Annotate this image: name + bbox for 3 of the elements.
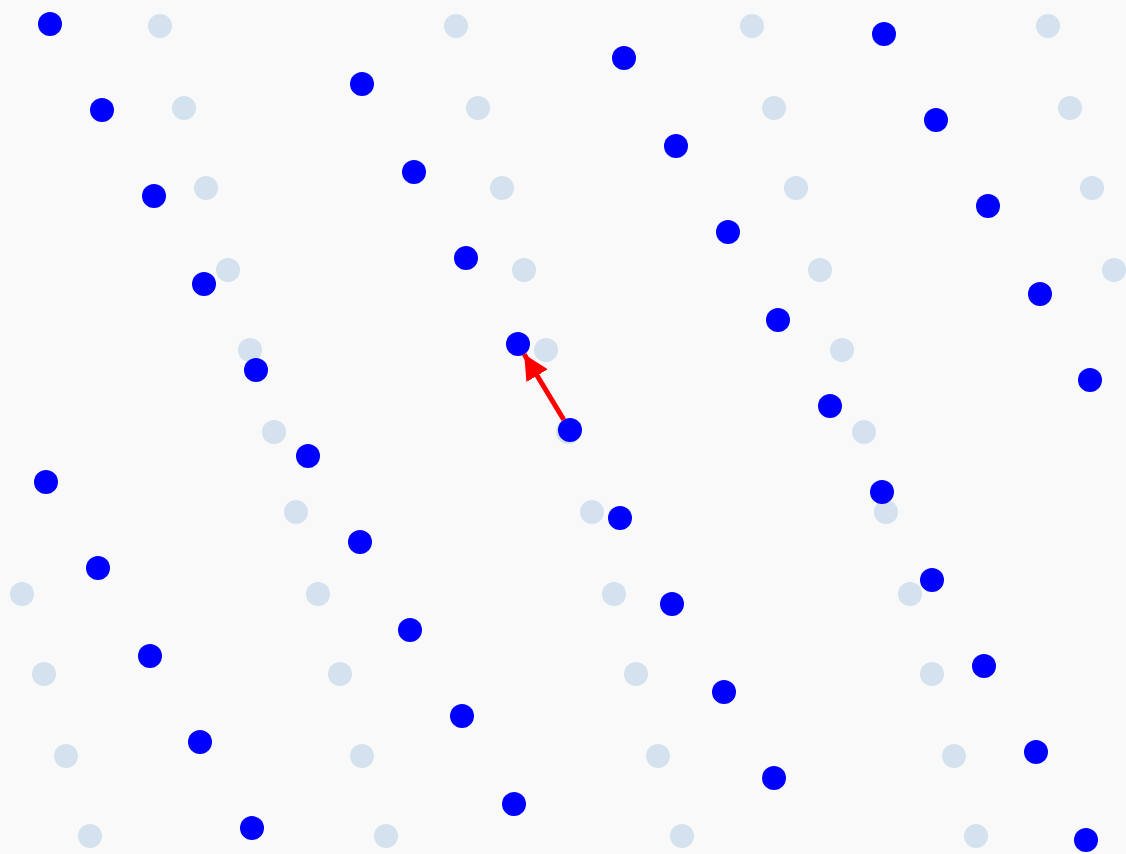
arrow bbox=[522, 352, 566, 422]
dot bbox=[558, 418, 582, 442]
dot bbox=[506, 332, 530, 356]
